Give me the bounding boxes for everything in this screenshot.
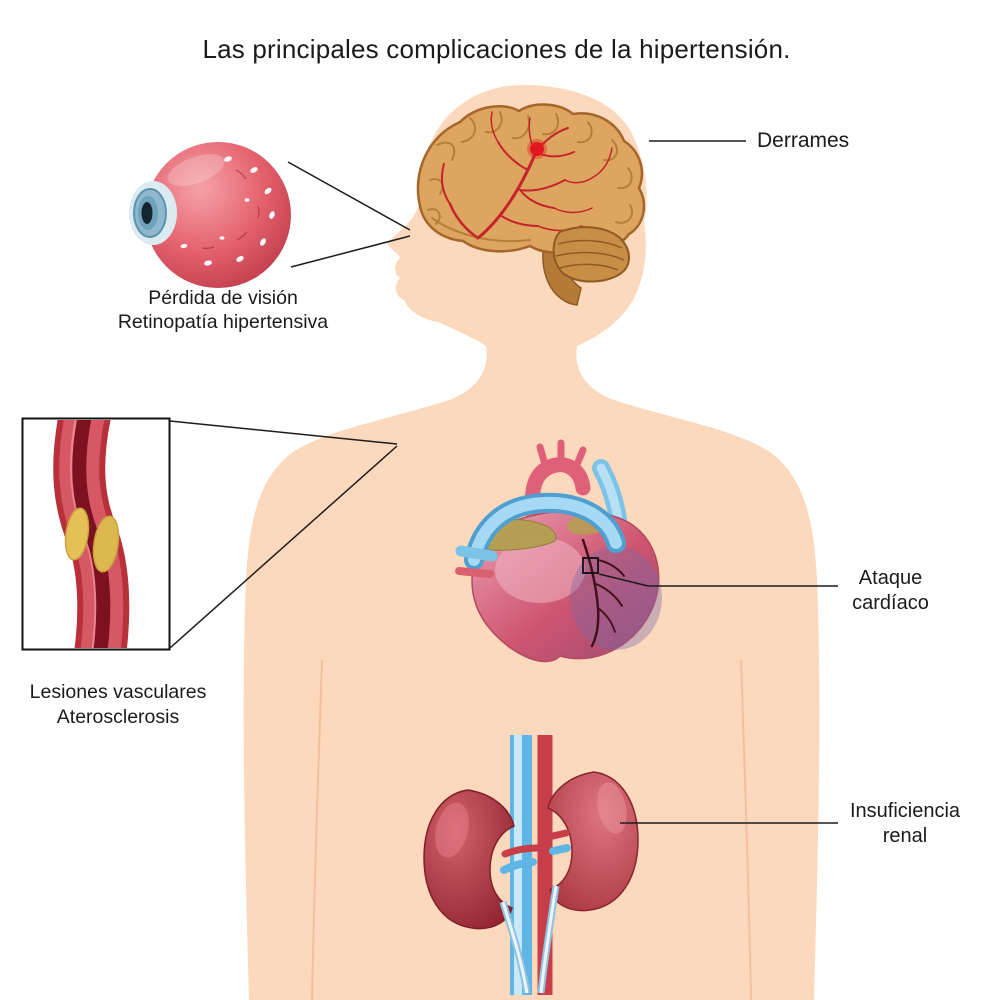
callout-lines xyxy=(169,140,838,824)
heart-sheen xyxy=(495,537,585,603)
label-vision-line1: Pérdida de visión xyxy=(148,287,298,309)
label-kidney-failure-line2: renal xyxy=(882,825,928,847)
pulmonary-trunk xyxy=(455,492,626,578)
retina-vessel-flecks xyxy=(201,169,260,250)
label-derrames: Derrames xyxy=(757,129,849,153)
atherosclerosis-box xyxy=(21,417,171,651)
eye-illustration xyxy=(129,142,291,288)
brain-gyri xyxy=(427,111,634,243)
line-eye-top xyxy=(287,161,411,231)
line-box-bottom xyxy=(169,445,398,649)
label-vascular-lesions: Lesiones vasculares Aterosclerosis xyxy=(8,680,228,730)
cerebrum xyxy=(416,103,646,254)
kidney-right-highlight xyxy=(597,782,627,834)
brain-arteries xyxy=(441,111,613,240)
artery-cross-section xyxy=(53,420,130,648)
artery-lumen xyxy=(72,420,111,648)
eyeball xyxy=(145,142,291,288)
label-vascular-line1: Lesiones vasculares xyxy=(29,681,207,703)
arm-contour-left xyxy=(311,659,323,1000)
renal-vessels xyxy=(500,829,571,874)
line-box-top xyxy=(169,420,398,445)
label-derrames-text: Derrames xyxy=(757,129,850,152)
kidney-left-highlight xyxy=(435,802,469,858)
label-heart-attack-line1: Ataque xyxy=(858,567,923,589)
line-eye-bottom xyxy=(290,235,411,268)
label-vision-line2: Retinopatía hipertensiva xyxy=(117,311,329,333)
kidneys-illustration xyxy=(423,735,639,995)
infarct-marker-square xyxy=(582,557,599,574)
line-to-ataque xyxy=(598,573,838,587)
label-heart-attack: Ataque cardíaco xyxy=(843,566,938,616)
arm-contour-right xyxy=(740,659,752,1000)
label-vision-loss: Pérdida de visión Retinopatía hipertensi… xyxy=(98,286,348,334)
label-heart-attack-line2: cardíaco xyxy=(852,592,929,614)
label-kidney-failure: Insuficiencia renal xyxy=(840,799,970,849)
eye-highlight xyxy=(167,154,225,186)
pupil xyxy=(141,202,153,224)
page-title: Las principales complicaciones de la hip… xyxy=(202,34,791,64)
ureters xyxy=(499,885,560,994)
brain-illustration xyxy=(416,103,646,306)
label-vascular-line2: Aterosclerosis xyxy=(56,706,180,728)
label-kidney-failure-line1: Insuficiencia xyxy=(849,800,961,822)
plaque-left xyxy=(64,507,90,561)
retina-exudate-spots xyxy=(180,156,275,266)
cerebellum-folia xyxy=(555,239,625,271)
hemorrhage-spot xyxy=(530,142,544,156)
heart-illustration xyxy=(455,439,662,663)
plaque-right xyxy=(92,515,120,573)
